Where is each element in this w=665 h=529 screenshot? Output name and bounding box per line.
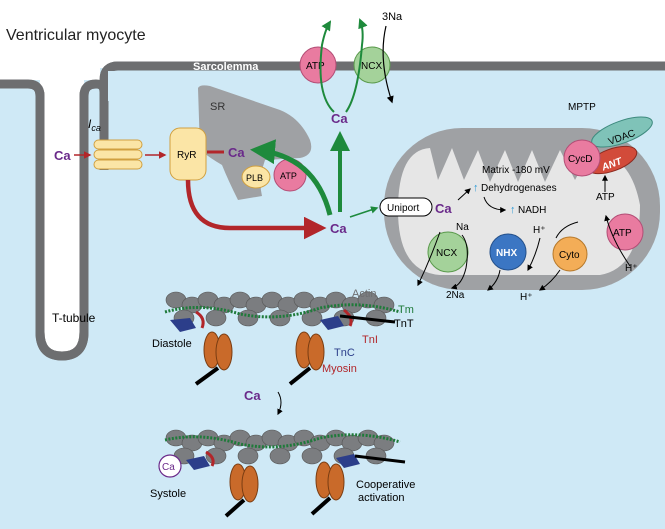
ca-label-cytosol: Ca bbox=[330, 221, 347, 236]
dehydrogenases-up-icon: ↑ bbox=[473, 182, 479, 194]
nhx-label: NHX bbox=[496, 248, 517, 259]
ncx-out-arrow bbox=[345, 18, 368, 113]
diastole-label: Diastole bbox=[152, 338, 192, 350]
dehydrogenase-nadh-arrow bbox=[483, 196, 507, 213]
uniport-channel bbox=[379, 197, 433, 217]
sr-label: SR bbox=[210, 101, 225, 113]
cyto-h-out-arrow bbox=[539, 269, 561, 291]
ica-channel bbox=[93, 139, 143, 170]
nhx-h-arrow bbox=[487, 269, 501, 291]
cycd-protein bbox=[563, 139, 601, 177]
t-tubule-lumen bbox=[45, 88, 79, 328]
troponin-complex-systole-2 bbox=[336, 454, 360, 468]
troponin-complex-diastole bbox=[170, 318, 196, 332]
troponin-complex-2 bbox=[320, 316, 344, 330]
uniport-label: Uniport bbox=[387, 203, 419, 214]
h-plus-label-matrix: H⁺ bbox=[533, 225, 546, 236]
cycd-label: CycD bbox=[568, 154, 592, 165]
ca-release-arrow bbox=[185, 179, 327, 240]
ncx-ca-out-arrow bbox=[417, 231, 441, 287]
three-na-label: 3Na bbox=[382, 11, 403, 23]
ca-label-ica: Ca bbox=[54, 148, 71, 163]
na-in-arrow bbox=[382, 25, 394, 104]
ica-label: Ica bbox=[88, 117, 101, 133]
cyto-label: Cyto bbox=[559, 250, 580, 261]
diagram-title: Ventricular myocyte bbox=[6, 27, 146, 44]
t-tubule-bottom-lumen bbox=[45, 325, 79, 350]
nadh-label: NADH bbox=[518, 205, 546, 216]
tnt-strand-systole bbox=[354, 454, 406, 464]
pmca-atp-pump bbox=[299, 46, 337, 84]
mito-atp-label: ATP bbox=[613, 228, 632, 239]
sr-atp-label: ATP bbox=[280, 171, 297, 181]
atp-label-mito-out: ATP bbox=[596, 192, 615, 203]
sarcolemma-top-redraw bbox=[99, 61, 665, 170]
mito-ncx-label: NCX bbox=[436, 248, 457, 259]
extracellular-gap bbox=[0, 0, 100, 80]
cyto-complex bbox=[552, 236, 588, 272]
myosin-head-diastole-2 bbox=[288, 331, 325, 386]
troponin-i-systole bbox=[205, 450, 215, 467]
systole-label: Systole bbox=[150, 488, 186, 500]
na-label-mito: Na bbox=[456, 222, 469, 233]
mito-atp-synthase bbox=[606, 213, 644, 251]
activation-label: activation bbox=[358, 492, 404, 504]
t-tubule-label: T-tubule bbox=[52, 311, 96, 325]
ca-label-sr: Ca bbox=[228, 145, 245, 160]
mito-ncx bbox=[427, 231, 469, 273]
ca-label-contraction: Ca bbox=[244, 388, 261, 403]
tnt-strand bbox=[339, 314, 396, 324]
myosin-label: Myosin bbox=[322, 363, 357, 375]
tropomyosin-strand-systole bbox=[164, 433, 401, 449]
plb-protein bbox=[241, 165, 271, 189]
nhx-exchanger bbox=[489, 233, 527, 271]
cyto-h-in-arrow bbox=[555, 221, 579, 239]
ncx-na-in-arrow bbox=[450, 234, 468, 290]
sarcolemma-ncx bbox=[353, 46, 391, 84]
pmca-out-arrow bbox=[319, 20, 335, 113]
dehydrogenases-label: Dehydrogenases bbox=[481, 183, 557, 194]
systole-thin-filament bbox=[165, 429, 395, 465]
ca-label-mito: Ca bbox=[435, 201, 452, 216]
sarcolemma-ncx-label: NCX bbox=[361, 61, 382, 72]
troponin-i-diastole bbox=[195, 310, 205, 329]
bound-ca-badge bbox=[158, 454, 182, 478]
nhx-na-arrow bbox=[527, 237, 541, 272]
atp-synthase-h-arrow bbox=[604, 214, 631, 267]
myosin-head-systole-1 bbox=[224, 463, 259, 518]
two-na-label: 2Na bbox=[446, 290, 465, 301]
h-plus-label-atp: H⁺ bbox=[625, 263, 638, 274]
myosin-head-diastole-1 bbox=[194, 331, 233, 386]
h-plus-label-out: H⁺ bbox=[520, 292, 533, 303]
sarcolemma-left-redraw bbox=[0, 79, 109, 361]
ca-trigger-arrow bbox=[277, 391, 283, 416]
myosin-head-systole-2 bbox=[310, 461, 345, 516]
actin-label: Actin bbox=[352, 288, 376, 300]
pmca-atp-label: ATP bbox=[306, 61, 325, 72]
cooperative-label: Cooperative bbox=[356, 479, 415, 491]
ryr-label: RyR bbox=[177, 150, 196, 161]
bound-ca-label: Ca bbox=[162, 462, 175, 473]
ca-label-upper: Ca bbox=[331, 111, 348, 126]
serca-uptake-arrow bbox=[250, 139, 333, 216]
sarcolemma-label: Sarcolemma bbox=[193, 61, 259, 73]
tropomyosin-strand-diastole bbox=[164, 303, 401, 319]
tni-label: TnI bbox=[362, 334, 378, 346]
nadh-up-icon: ↑ bbox=[510, 204, 516, 216]
mptp-label: MPTP bbox=[568, 102, 596, 113]
plb-label: PLB bbox=[246, 173, 263, 183]
tnt-label: TnT bbox=[394, 318, 414, 330]
ca-stimulation-arrow bbox=[457, 188, 471, 201]
tnc-label: TnC bbox=[334, 347, 355, 359]
tm-label: Tm bbox=[398, 304, 414, 316]
matrix-label: Matrix -180 mV bbox=[482, 165, 550, 176]
ca-uniport-arrow bbox=[349, 206, 379, 218]
troponin-complex-systole bbox=[186, 456, 210, 470]
